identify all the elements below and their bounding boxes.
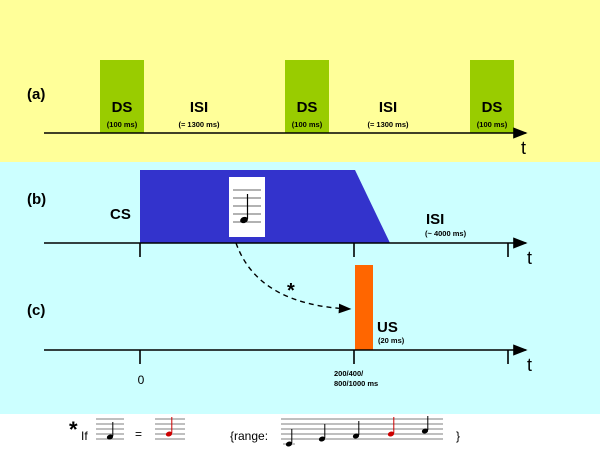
staff-note-black-icon <box>96 418 124 440</box>
ds-box-3: DS (100 ms) <box>470 60 514 133</box>
ds-label: DS <box>297 99 318 116</box>
ds-box-2: DS (100 ms) <box>285 60 329 133</box>
us-stimulus-bar <box>355 265 373 350</box>
footer-star: * <box>69 417 78 442</box>
ds-label: DS <box>112 99 133 116</box>
panel-b-axis-t: t <box>527 248 532 268</box>
dashed-connector-arrow <box>235 242 352 314</box>
isi-label: ISI <box>379 99 397 116</box>
staff-note-red-icon <box>155 417 185 440</box>
panel-c-axis-t: t <box>527 355 532 375</box>
us-label: US <box>377 319 398 336</box>
footer-equals: = <box>135 427 142 441</box>
ds-duration: (100 ms) <box>107 120 138 129</box>
connector-star: * <box>287 280 295 302</box>
us-duration: (20 ms) <box>378 336 405 345</box>
ds-duration: (100 ms) <box>292 120 323 129</box>
ds-box-1: DS (100 ms) <box>100 60 144 133</box>
panel-c-label: (c) <box>27 302 45 319</box>
panel-b-isi-duration: (~ 4000 ms) <box>425 229 467 238</box>
footer-range-open: {range: <box>230 429 268 443</box>
cs-label: CS <box>110 206 131 223</box>
ds-duration: (100 ms) <box>477 120 508 129</box>
isi-1: ISI (= 1300 ms) <box>178 99 220 129</box>
quarter-note-on-staff-icon <box>229 177 265 237</box>
footer-if-text: If <box>81 429 88 443</box>
panel-b-label: (b) <box>27 191 46 208</box>
panel-a-label: (a) <box>27 86 45 103</box>
delays-label-line1: 200/400/ <box>334 369 364 378</box>
zero-label: 0 <box>138 373 145 387</box>
staff-note-range-icon <box>281 416 443 447</box>
ds-label: DS <box>482 99 503 116</box>
isi-duration: (= 1300 ms) <box>367 120 409 129</box>
delays-label-line2: 800/1000 ms <box>334 379 378 388</box>
isi-duration: (= 1300 ms) <box>178 120 220 129</box>
panel-a-axis-t: t <box>521 138 526 158</box>
isi-label: ISI <box>190 99 208 116</box>
isi-2: ISI (= 1300 ms) <box>367 99 409 129</box>
footer-range-close: } <box>456 429 460 443</box>
panel-b-isi-label: ISI <box>426 211 444 228</box>
